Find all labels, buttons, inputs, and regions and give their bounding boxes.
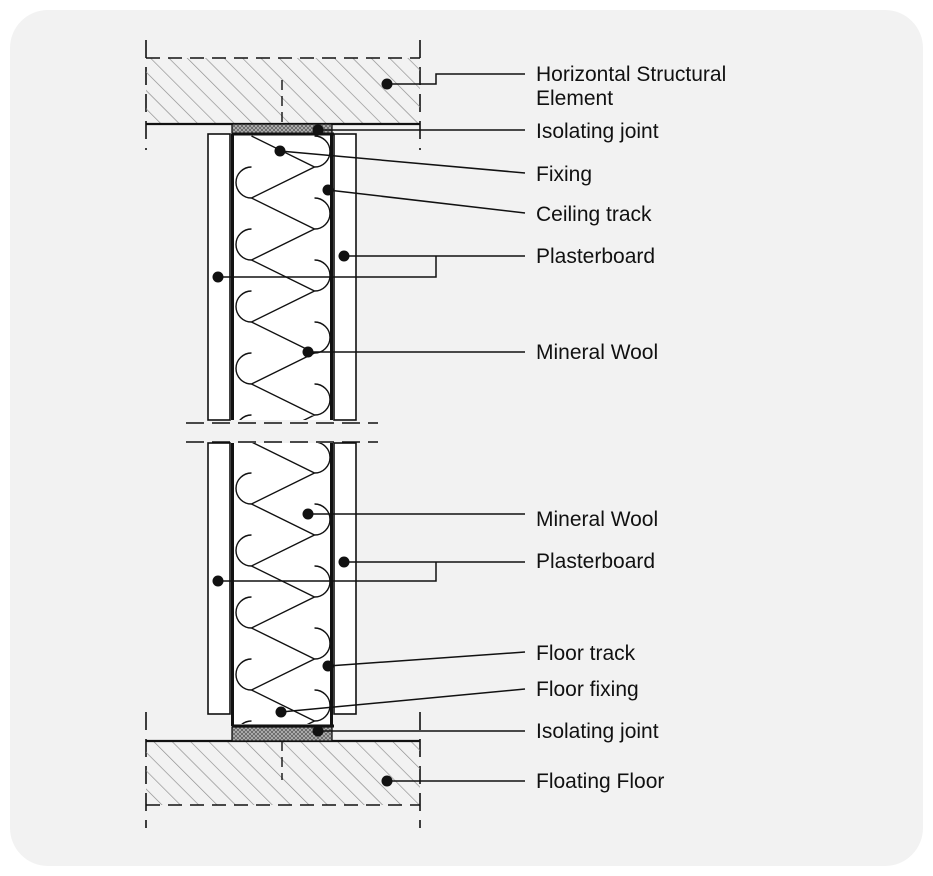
label-floating-floor: Floating Floor: [536, 770, 664, 793]
label-mineral-wool-top: Mineral Wool: [536, 341, 658, 364]
mineral-wool-bottom: [234, 443, 332, 724]
labels: Horizontal Structural Element Isolating …: [536, 63, 726, 793]
label-ceiling-track: Ceiling track: [536, 203, 652, 226]
label-fixing: Fixing: [536, 163, 592, 186]
break-line: [186, 422, 378, 443]
label-plasterboard-top: Plasterboard: [536, 245, 655, 268]
label-isolating-joint-top: Isolating joint: [536, 120, 659, 143]
floating-floor: [146, 739, 420, 806]
label-isolating-joint-bottom: Isolating joint: [536, 720, 659, 743]
label-mineral-wool-bottom: Mineral Wool: [536, 508, 658, 531]
label-horizontal-structural-line1: Horizontal Structural: [536, 63, 726, 86]
label-floor-track: Floor track: [536, 642, 636, 665]
horizontal-structural-element: [146, 57, 420, 126]
label-horizontal-structural-line2: Element: [536, 87, 613, 110]
label-plasterboard-bottom: Plasterboard: [536, 550, 655, 573]
leader-dots: [212, 78, 393, 787]
leader-lines: [218, 73, 526, 782]
panel-background: [10, 10, 923, 866]
label-floor-fixing: Floor fixing: [536, 678, 639, 701]
